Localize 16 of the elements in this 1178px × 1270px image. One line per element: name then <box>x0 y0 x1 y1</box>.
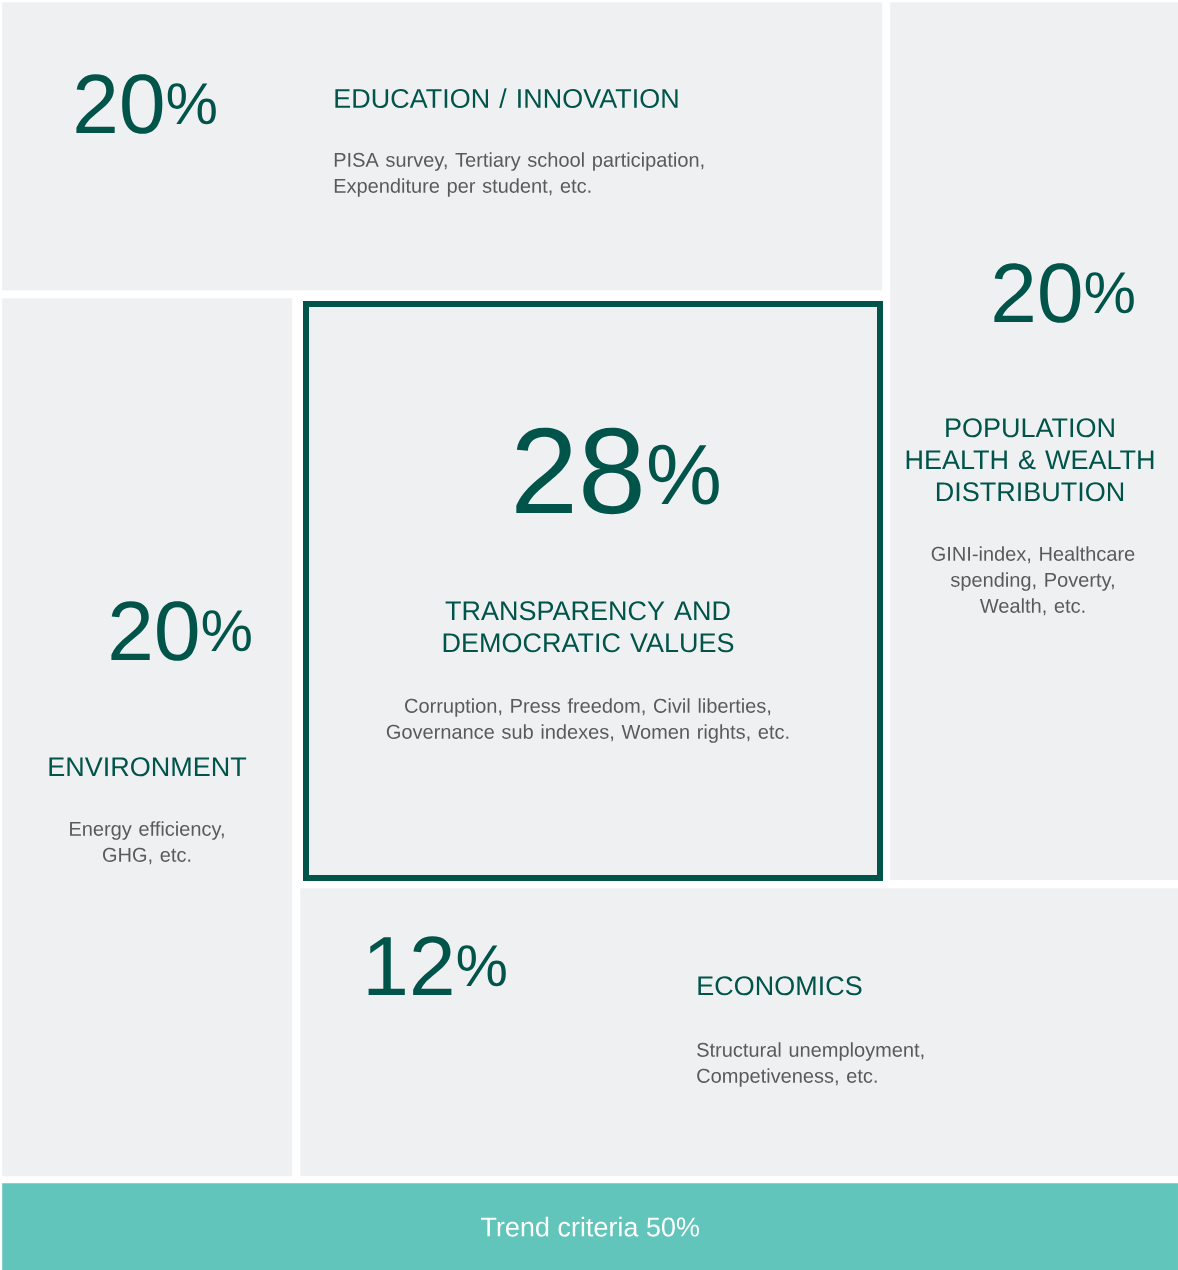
percentage: 20$^{%}$ <box>111 601 251 661</box>
category-description: Structural unemployment, Competiveness, etc. <box>697 1042 924 1087</box>
percentage: 12$^{%}$ <box>368 936 506 995</box>
category-heading: ECONOMICS <box>698 976 862 996</box>
category-heading: ENVIRONMENT <box>49 757 247 777</box>
percentage: 20$^{%}$ <box>76 74 216 134</box>
category-heading: POPULATION HEALTH & WEALTH DISTRIBUTION <box>906 418 1154 502</box>
banner: Trend criteria 50% <box>2 1183 1178 1270</box>
category-description: GINI-index, Healthcare spending, Poverty, Wealth, etc. <box>931 546 1135 616</box>
category-heading: TRANSPARENCY AND DEMOCRATIC VALUES <box>443 601 734 653</box>
category-description: Energy efficiency, GHG, etc. <box>70 821 224 865</box>
category-heading: EDUCATION / INNOVATION <box>335 88 678 109</box>
percentage: 20$^{%}$ <box>994 263 1134 323</box>
percentage: 28$^{%}$ <box>516 427 719 515</box>
category-description: PISA survey, Tertiary school participation, Expenditure per student, etc. <box>334 152 704 197</box>
category-description: Corruption, Press freedom, Civil liberties, Governance sub indexes, Women rights, etc. <box>386 698 789 743</box>
